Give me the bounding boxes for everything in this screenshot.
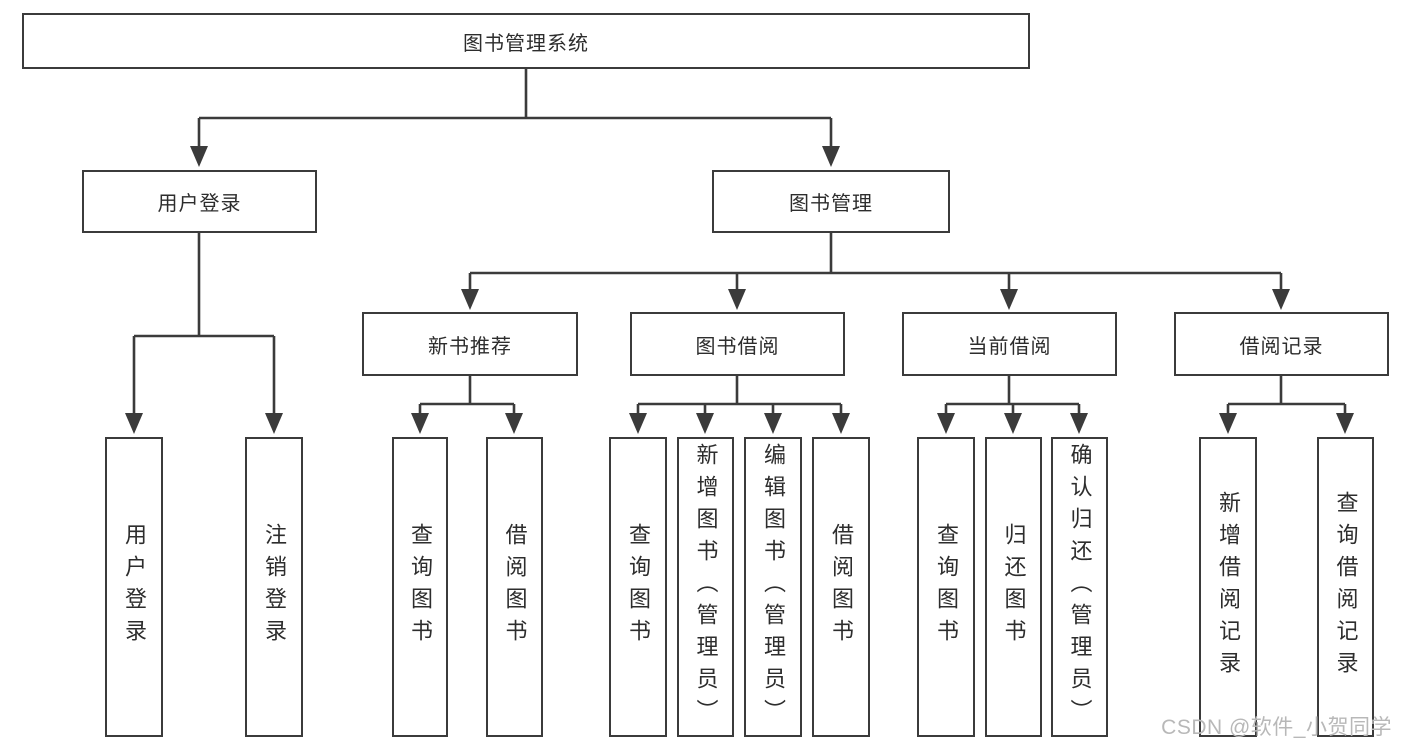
leaf-label: 查询图书	[408, 523, 433, 651]
node-book-borrowing: 图书借阅	[630, 312, 845, 376]
node-label: 用户登录	[157, 193, 242, 215]
leaf-query-books-recommend: 查询图书	[392, 437, 448, 737]
connector-book-management-branch	[461, 233, 1290, 310]
connector-book-borrowing-branch	[629, 376, 850, 434]
leaf-add-borrowing-record: 新增借阅记录	[1199, 437, 1257, 737]
connector-current-borrowing-branch	[937, 376, 1088, 434]
leaf-label: 编辑图书（管理员）	[761, 443, 786, 731]
leaf-label: 查询图书	[626, 523, 651, 651]
leaf-confirm-return-admin: 确认归还（管理员）	[1051, 437, 1108, 737]
leaf-label: 新增图书（管理员）	[693, 443, 719, 731]
connector-user-login-branch	[125, 233, 283, 434]
node-label: 图书管理	[789, 193, 873, 215]
leaf-label: 借阅图书	[829, 523, 854, 651]
node-label: 借阅记录	[1239, 335, 1324, 358]
leaf-borrow-books-borrowing: 借阅图书	[812, 437, 870, 737]
leaf-label: 注销登录	[262, 523, 287, 651]
leaf-label: 借阅图书	[502, 523, 528, 651]
node-borrowing-records: 借阅记录	[1174, 312, 1389, 376]
node-library-management-system: 图书管理系统	[22, 13, 1030, 69]
leaf-label: 新增借阅记录	[1216, 491, 1241, 683]
node-label: 图书管理系统	[463, 32, 589, 55]
leaf-edit-book-admin: 编辑图书（管理员）	[744, 437, 802, 737]
node-new-book-recommendation: 新书推荐	[362, 312, 578, 376]
leaf-query-borrowing-record: 查询借阅记录	[1317, 437, 1374, 737]
node-label: 新书推荐	[428, 335, 512, 358]
leaf-label: 用户登录	[122, 523, 147, 651]
leaf-borrow-books-recommend: 借阅图书	[486, 437, 543, 737]
leaf-query-books-borrowing: 查询图书	[609, 437, 667, 737]
leaf-label: 查询借阅记录	[1333, 491, 1359, 683]
leaf-logout: 注销登录	[245, 437, 303, 737]
node-user-login-branch: 用户登录	[82, 170, 317, 233]
node-label: 图书借阅	[695, 335, 780, 358]
csdn-watermark: CSDN @软件_小贺同学	[1161, 716, 1392, 739]
connector-new-book-branch	[411, 376, 523, 434]
leaf-label: 查询图书	[934, 523, 959, 651]
leaf-label: 归还图书	[1001, 523, 1027, 651]
leaf-add-book-admin: 新增图书（管理员）	[677, 437, 734, 737]
connector-root-to-level2	[190, 69, 840, 167]
leaf-return-book: 归还图书	[985, 437, 1042, 737]
node-current-borrowing: 当前借阅	[902, 312, 1117, 376]
leaf-query-books-current: 查询图书	[917, 437, 975, 737]
node-label: 当前借阅	[967, 335, 1052, 358]
connector-borrowing-records-branch	[1219, 376, 1354, 434]
leaf-user-login: 用户登录	[105, 437, 163, 737]
leaf-label: 确认归还（管理员）	[1067, 443, 1093, 731]
node-book-management: 图书管理	[712, 170, 950, 233]
